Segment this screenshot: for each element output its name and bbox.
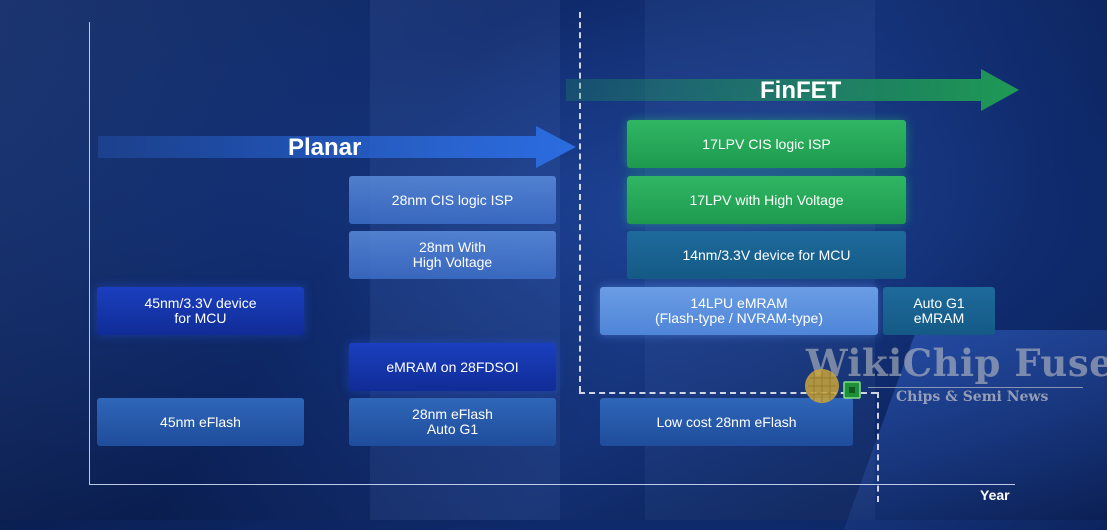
divider-vertical-lower [877, 392, 879, 502]
box-28nm-eflash-auto: 28nm eFlash Auto G1 [349, 398, 556, 446]
x-axis-line [89, 484, 1015, 485]
box-17lpv-high-voltage: 17LPV with High Voltage [627, 176, 906, 224]
finfet-arrow [566, 69, 1019, 111]
box-auto-g1-emram: Auto G1 eMRAM [883, 287, 995, 335]
box-low-cost-28nm-eflash: Low cost 28nm eFlash [600, 398, 853, 446]
watermark-subtitle: Chips & Semi News [896, 389, 1049, 405]
box-28nm-cis-logic-isp: 28nm CIS logic ISP [349, 176, 556, 224]
box-emram-28fdsoi: eMRAM on 28FDSOI [349, 343, 556, 391]
planar-label: Planar [288, 134, 362, 161]
planar-arrow [98, 126, 576, 168]
box-45nm-eflash: 45nm eFlash [97, 398, 304, 446]
finfet-label: FinFET [760, 77, 842, 104]
y-axis-line [89, 22, 90, 484]
box-14lpu-emram: 14LPU eMRAM (Flash-type / NVRAM-type) [600, 287, 878, 335]
box-28nm-high-voltage: 28nm With High Voltage [349, 231, 556, 279]
box-17lpv-cis-logic-isp: 17LPV CIS logic ISP [627, 120, 906, 168]
x-axis-label: Year [980, 487, 1010, 503]
watermark-title: WikiChip Fuse [806, 341, 1107, 385]
divider-vertical [579, 12, 581, 392]
chip-icon [805, 369, 861, 403]
divider-horizontal [579, 392, 877, 394]
box-45nm-mcu: 45nm/3.3V device for MCU [97, 287, 304, 335]
box-14nm-mcu: 14nm/3.3V device for MCU [627, 231, 906, 279]
watermark-rule [868, 387, 1083, 388]
